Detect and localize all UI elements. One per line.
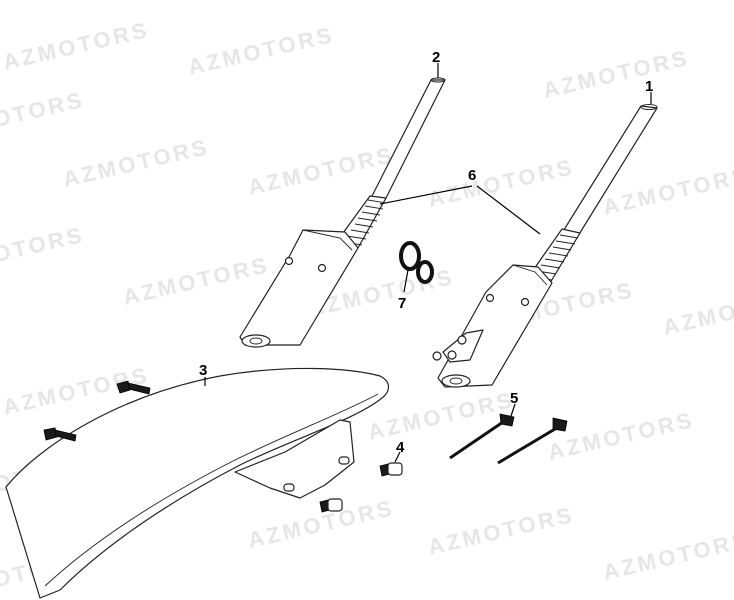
cable-tie-icon <box>497 417 568 465</box>
fork-tube-right <box>432 104 658 388</box>
seal-ring-icon <box>416 260 434 284</box>
front-fender <box>5 367 390 599</box>
watermark: AZMOTORS <box>661 282 734 340</box>
callout-7: 7 <box>398 295 406 312</box>
seal-ring-icon <box>399 241 421 271</box>
watermark: AZMOTORS <box>601 527 734 585</box>
bolt-icon <box>43 427 77 442</box>
watermark: AZMOTORS <box>186 22 337 80</box>
callout-6: 6 <box>468 167 476 184</box>
watermark: AZMOTORS <box>546 407 697 465</box>
cable-tie-icon <box>449 413 515 460</box>
bolt-icon <box>319 498 343 513</box>
bolt-icon <box>379 462 403 477</box>
leader-lines <box>204 63 652 463</box>
callout-labels: 2 1 6 7 3 5 4 <box>199 49 653 456</box>
callout-2: 2 <box>432 49 440 66</box>
bolt-icon <box>116 380 151 395</box>
seal-rings <box>399 241 434 284</box>
watermark: AZMOTORS <box>366 387 517 445</box>
watermark: AZMOTORS <box>121 252 272 310</box>
watermark: AZMOTORS <box>426 154 577 212</box>
watermark: AZMOTORS <box>1 17 152 75</box>
watermark: AZMOTORS <box>61 134 212 192</box>
watermark: AZMOTORS <box>0 222 87 280</box>
watermark: AZMOTORS <box>541 45 692 103</box>
watermark: AZMOTORS <box>426 502 577 560</box>
watermark: AZMOTORS <box>601 162 734 220</box>
callout-3: 3 <box>199 362 207 379</box>
callout-5: 5 <box>510 390 518 407</box>
fork-tube-left <box>239 77 446 348</box>
callout-1: 1 <box>645 78 653 95</box>
watermark: AZMOTORS <box>0 87 87 145</box>
callout-4: 4 <box>396 439 405 456</box>
